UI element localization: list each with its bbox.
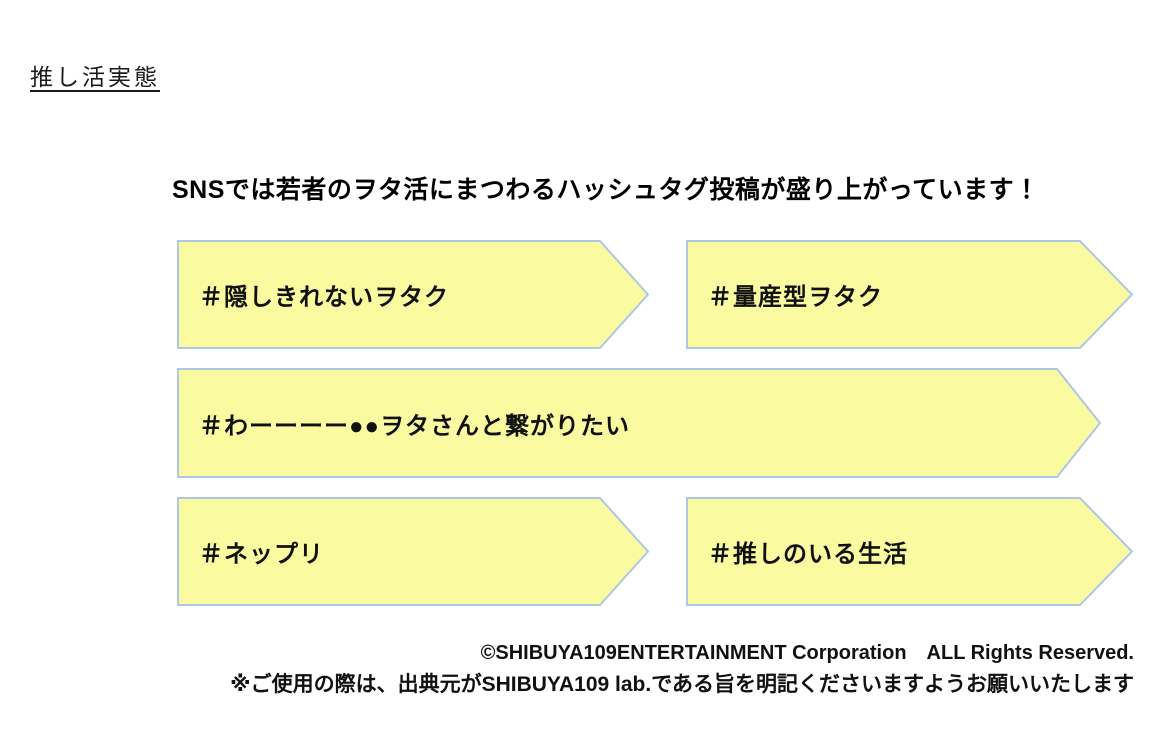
- copyright-text: ©SHIBUYA109ENTERTAINMENT Corporation ALL…: [480, 642, 1134, 664]
- slide-headline: SNSでは若者のヲタ活にまつわるハッシュタグ投稿が盛り上がっています！: [172, 176, 1040, 204]
- hashtag-label: ＃ネップリ: [199, 541, 324, 568]
- hashtag-banner: ＃隠しきれないヲタク: [177, 240, 649, 349]
- hashtag-label: ＃わーーーー●●ヲタさんと繋がりたい: [199, 412, 630, 440]
- page-title: 推し活実態: [30, 64, 160, 90]
- hashtag-banner: ＃わーーーー●●ヲタさんと繋がりたい: [177, 368, 1101, 478]
- hashtag-banner: ＃推しのいる生活: [686, 497, 1133, 606]
- hashtag-label: ＃量産型ヲタク: [708, 284, 883, 311]
- usage-notice-text: ※ご使用の際は、出典元がSHIBUYA109 lab.である旨を明記くださいます…: [230, 673, 1134, 696]
- hashtag-banner: ＃量産型ヲタク: [686, 240, 1133, 349]
- arrow-shape-icon: [177, 497, 649, 606]
- hashtag-banner: ＃ネップリ: [177, 497, 649, 606]
- arrow-shape-icon: [686, 240, 1133, 349]
- hashtag-label: ＃隠しきれないヲタク: [199, 284, 449, 311]
- arrow-shape-icon: [177, 240, 649, 349]
- arrow-shape-icon: [686, 497, 1133, 606]
- hashtag-label: ＃推しのいる生活: [708, 541, 908, 568]
- arrow-shape-icon: [177, 368, 1101, 478]
